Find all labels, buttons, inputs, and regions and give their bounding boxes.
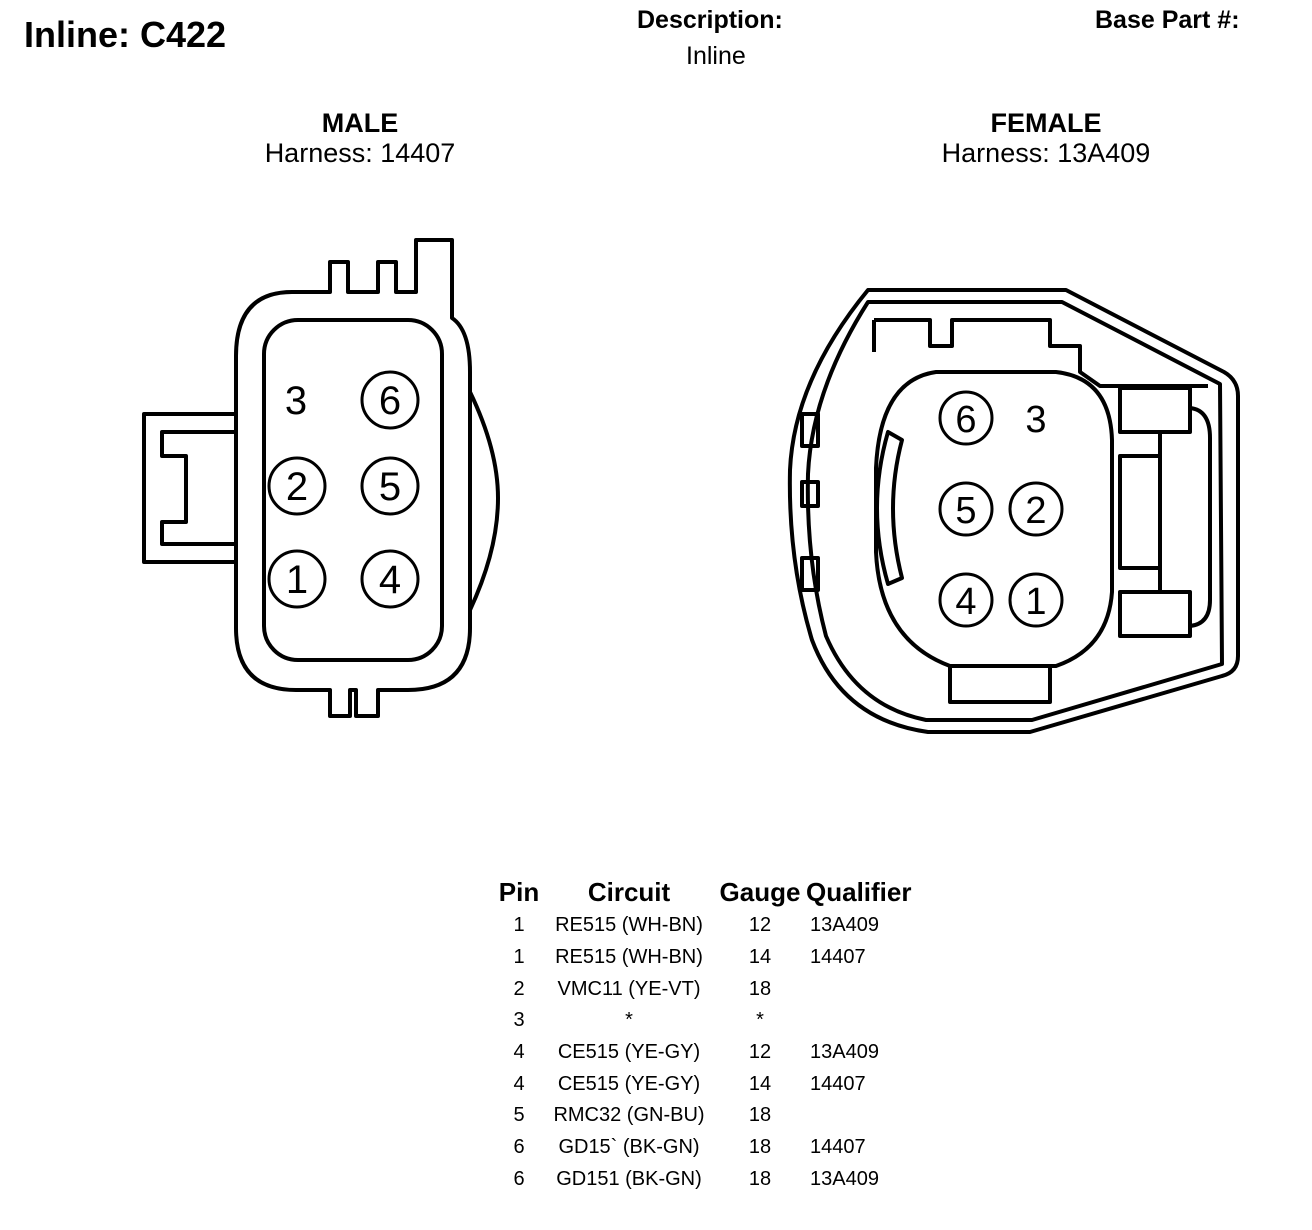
male-pin-3: 3	[285, 379, 307, 423]
cell-qualifier: 13A409	[810, 914, 879, 937]
table-row: 4 CE515 (YE-GY) 14 14407	[494, 1068, 926, 1100]
cell-circuit: CE515 (YE-GY)	[557, 1041, 701, 1064]
female-pin-6: 6	[955, 399, 976, 441]
female-pin-1-circle	[1008, 572, 1064, 628]
male-pin-5-circle	[360, 456, 420, 516]
female-connector-title: FEMALE	[990, 108, 1102, 138]
female-pin-3: 3	[1025, 399, 1046, 441]
table-header-row: Pin Circuit Gauge Qualifier	[494, 874, 926, 910]
male-pin-2-circle	[267, 456, 327, 516]
cell-circuit: *	[625, 1009, 633, 1032]
cell-gauge: *	[756, 1009, 764, 1032]
male-pin-6-circle	[360, 370, 420, 430]
cell-pin: 1	[513, 914, 525, 937]
cell-pin: 4	[513, 1072, 525, 1095]
male-connector-title: MALE	[321, 108, 399, 138]
cell-gauge: 18	[748, 1104, 772, 1127]
description-label: Description:	[637, 6, 783, 34]
cell-pin: 5	[513, 1104, 525, 1127]
male-connector-outline	[142, 238, 500, 718]
table-row: 6 GD15` (BK-GN) 18 14407	[494, 1132, 926, 1164]
table-row: 6 GD151 (BK-GN) 18 13A409	[494, 1164, 926, 1196]
female-pin-4-circle	[938, 572, 994, 628]
male-pins: 3 6 2 5 1 4	[267, 370, 420, 609]
male-pin-6: 6	[379, 379, 401, 423]
cell-gauge: 18	[748, 1136, 772, 1159]
cell-gauge: 18	[748, 977, 772, 1000]
cell-qualifier	[806, 973, 926, 1005]
header-qualifier: Qualifier	[806, 876, 912, 907]
male-pin-5: 5	[379, 465, 401, 509]
header-pin: Pin	[498, 876, 540, 907]
description-value: Inline	[686, 42, 746, 70]
cell-gauge: 12	[748, 914, 772, 937]
page-title: Inline: C422	[24, 14, 227, 55]
cell-circuit: RE515 (WH-BN)	[555, 914, 703, 937]
female-pin-2-circle	[1008, 481, 1064, 537]
male-pin-1: 1	[286, 558, 308, 602]
table-row: 3 * *	[494, 1005, 926, 1037]
cell-gauge: 14	[748, 946, 772, 969]
base-part-label: Base Part #:	[1095, 6, 1240, 34]
cell-circuit: GD151 (BK-GN)	[556, 1167, 702, 1190]
cell-circuit: RE515 (WH-BN)	[555, 946, 703, 969]
cell-qualifier: 14407	[810, 1136, 866, 1159]
cell-pin: 6	[513, 1136, 525, 1159]
female-pin-5: 5	[955, 490, 976, 532]
cell-pin: 4	[513, 1041, 525, 1064]
cell-qualifier	[806, 1100, 926, 1132]
female-harness-label: Harness: 13A409	[941, 138, 1151, 168]
cell-pin: 3	[513, 1009, 525, 1032]
cell-circuit: RMC32 (GN-BU)	[553, 1104, 705, 1127]
female-pin-2: 2	[1025, 490, 1046, 532]
cell-qualifier: 14407	[810, 946, 866, 969]
female-pin-6-circle	[938, 390, 994, 446]
cell-qualifier: 13A409	[810, 1041, 879, 1064]
female-pin-1: 1	[1025, 581, 1046, 623]
connector-diagram: 3 6 2 5 1 4 6 3 5 2 4 1	[142, 238, 1240, 734]
cell-pin: 2	[513, 977, 525, 1000]
cell-gauge: 12	[748, 1041, 772, 1064]
female-pins: 6 3 5 2 4 1	[938, 390, 1064, 628]
cell-circuit: CE515 (YE-GY)	[557, 1072, 701, 1095]
table-row: 1 RE515 (WH-BN) 12 13A409	[494, 910, 926, 942]
cell-gauge: 14	[748, 1072, 772, 1095]
table-row: 5 RMC32 (GN-BU) 18	[494, 1100, 926, 1132]
cell-pin: 1	[513, 946, 525, 969]
header-circuit: Circuit	[587, 876, 671, 907]
female-pin-4: 4	[955, 581, 976, 623]
cell-qualifier: 14407	[810, 1072, 866, 1095]
pinout-table: Pin Circuit Gauge Qualifier 1 RE515 (WH-…	[494, 874, 926, 1195]
male-pin-2: 2	[286, 465, 308, 509]
cell-qualifier: 13A409	[810, 1167, 879, 1190]
female-pin-5-circle	[938, 481, 994, 537]
table-row: 1 RE515 (WH-BN) 14 14407	[494, 942, 926, 974]
table-row: 4 CE515 (YE-GY) 12 13A409	[494, 1037, 926, 1069]
cell-circuit: VMC11 (YE-VT)	[557, 977, 701, 1000]
cell-circuit: GD15` (BK-GN)	[558, 1136, 700, 1159]
cell-gauge: 18	[748, 1167, 772, 1190]
male-pin-4-circle	[360, 549, 420, 609]
male-pin-4: 4	[379, 558, 401, 602]
header-gauge: Gauge	[719, 876, 801, 907]
table-row: 2 VMC11 (YE-VT) 18	[494, 973, 926, 1005]
male-harness-label: Harness: 14407	[264, 138, 456, 168]
female-connector-outline	[787, 288, 1240, 734]
cell-qualifier	[806, 1005, 926, 1037]
cell-pin: 6	[513, 1167, 525, 1190]
male-pin-1-circle	[267, 549, 327, 609]
